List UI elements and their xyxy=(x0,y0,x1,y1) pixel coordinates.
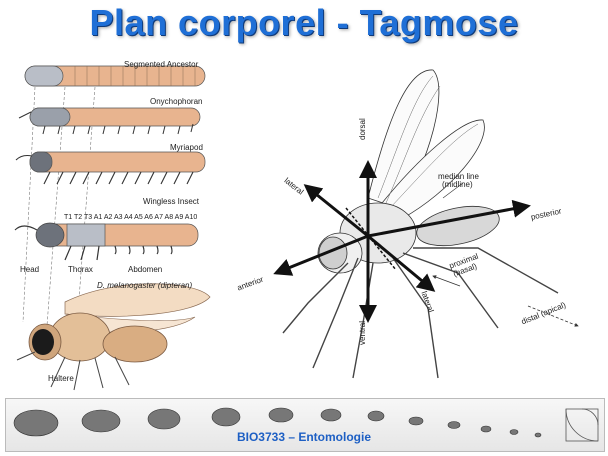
label-ventral: ventral xyxy=(358,321,367,345)
footer-course-name: BIO3733 – Entomologie xyxy=(0,430,608,444)
label-myriapod: Myriapod xyxy=(170,143,203,152)
proximal-distal-arrows xyxy=(433,276,578,326)
label-haltere: Haltere xyxy=(48,374,74,383)
label-thorax: Thorax xyxy=(68,265,93,274)
onychophoran-body xyxy=(19,108,200,134)
myriapod-body xyxy=(16,152,205,184)
label-abdomen: Abdomen xyxy=(128,265,162,274)
drosophila-illustration xyxy=(17,284,210,390)
slide-title: Plan corporel - Tagmose xyxy=(0,2,608,44)
label-d-melanogaster: D. melanogaster (dipteran) xyxy=(97,281,192,290)
label-segmented-ancestor: Segmented Ancestor xyxy=(124,60,198,69)
label-wingless-insect: Wingless Insect xyxy=(143,197,199,206)
segmented-ancestor-body xyxy=(25,66,205,86)
label-segment-codes: T1 T2 T3 A1 A2 A3 A4 A5 A6 A7 A8 A9 A10 xyxy=(64,214,197,221)
fly-wings xyxy=(368,70,484,218)
label-midline: (midline) xyxy=(442,180,473,189)
wingless-insect-body xyxy=(15,223,198,260)
label-onychophoran: Onychophoran xyxy=(150,97,202,106)
label-dorsal: dorsal xyxy=(358,118,367,140)
body-axes-figure xyxy=(228,58,603,388)
label-head: Head xyxy=(20,265,39,274)
